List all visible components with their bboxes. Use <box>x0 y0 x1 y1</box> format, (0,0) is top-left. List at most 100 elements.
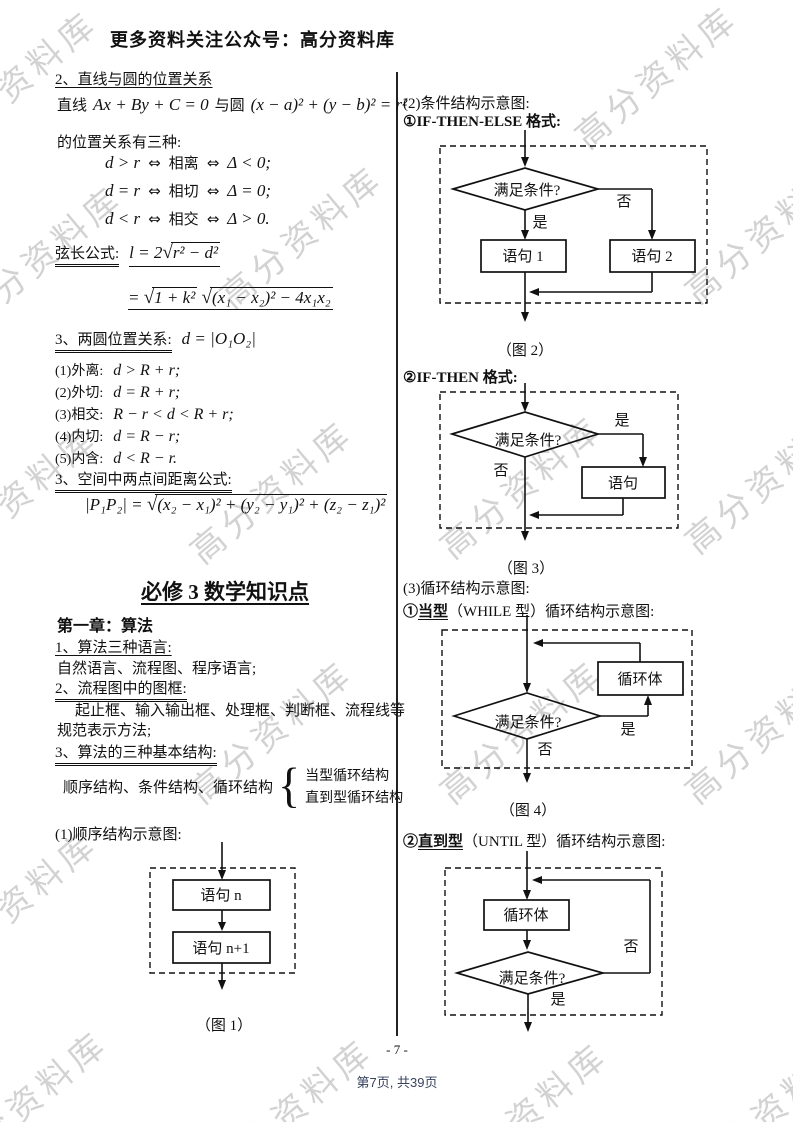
chord-formula-2: = √1 + k² √(x₁ − x₂)² − 4x₁x₂ <box>128 287 333 310</box>
chord-length-formula-2: = √1 + k² √(x₁ − x₂)² − 4x₁x₂ <box>128 287 333 310</box>
fig4-loop-body-box <box>597 661 684 696</box>
fig3-no-label: 否 <box>493 463 508 479</box>
relations-intro: 的位置关系有三种: <box>57 135 182 151</box>
relation-name: 相离 <box>168 156 199 172</box>
fig2-statement1-box <box>480 239 567 273</box>
circle-relation-item: (1)外离: d > R + r; <box>55 360 180 380</box>
iff-symbol: ⇔ <box>206 210 220 228</box>
iff-symbol: ⇔ <box>206 182 220 200</box>
distance-formula: |P₁P₂| = √(x₂ − x₁)² + (y₂ − y₁)² + (z₂ … <box>85 494 388 516</box>
fig3-condition-label: 满足条件? <box>495 432 562 449</box>
section-title-line-circle: 2、直线与圆的位置关系 <box>55 72 213 88</box>
brace-symbol: { <box>278 758 301 813</box>
line-circle-equation: 直线 Ax + By + C = 0 与圆 (x − a)² + (y − b)… <box>57 94 407 115</box>
until-prefix: ② <box>403 834 419 850</box>
page-number: - 7 - <box>386 1042 408 1057</box>
until-option: 直到型循环结构 <box>305 791 404 806</box>
fig2-no-label: 否 <box>616 194 631 210</box>
radical-sign: √ <box>146 494 158 515</box>
fig4-loop-body-label: 循环体 <box>617 671 662 688</box>
fig2-statement2-label: 语句 2 <box>631 248 672 265</box>
formula: d = r <box>105 181 141 200</box>
formula-part: |P₁P₂| = <box>85 495 147 514</box>
flowchart-frames-body1: 起止框、输入输出框、处理框、判断框、流程线等 <box>75 703 406 719</box>
distance-section-title: 3、空间中两点间距离公式: <box>55 468 232 493</box>
while-option: 当型循环结构 <box>305 769 390 784</box>
formula: d < r <box>105 209 141 228</box>
item-formula: R − r < d < R + r; <box>113 406 234 423</box>
fig5-loop-body-label: 循环体 <box>503 907 548 924</box>
chord-label: 弦长公式: <box>55 242 120 267</box>
formula-part: l = 2 <box>129 243 163 262</box>
flowchart-frames-body2: 规范表示方法; <box>57 723 152 739</box>
chapter-heading: 必修 3 数学知识点 <box>141 580 309 604</box>
radical-sign: √ <box>162 242 173 263</box>
chapter1-heading: 第一章：算法 <box>57 618 154 635</box>
fig1-statement-n-label: 语句 n <box>200 887 242 904</box>
text-circle: 与圆 <box>214 98 245 114</box>
circle-relation-item: (4)内切: d = R − r; <box>55 426 180 446</box>
footer-info: 第7页, 共39页 <box>356 1075 438 1090</box>
item-formula: d > R + r; <box>113 362 181 379</box>
fig3-statement-label: 语句 <box>608 475 638 492</box>
formula: Δ < 0; <box>227 153 272 172</box>
fig3-if-then-flowchart: 满足条件? 是 语句 否 <box>439 383 679 541</box>
fig4-caption: （图 4） <box>499 803 557 819</box>
fig4-while-flowchart: 循环体 满足条件? 是 否 <box>441 615 693 783</box>
fig5-condition-diamond <box>454 951 607 995</box>
radical-sign: √ <box>143 287 155 308</box>
relation-tangent: d = r ⇔ 相切 ⇔ Δ = 0; <box>105 180 271 201</box>
fig2-condition-label: 满足条件? <box>494 182 561 199</box>
algorithm-languages-body: 自然语言、流程图、程序语言; <box>57 661 257 677</box>
formula: Δ > 0. <box>227 209 270 228</box>
sequence-structure-title: (1)顺序结构示意图: <box>55 827 182 843</box>
while-bold-word: 当型 <box>418 604 449 620</box>
basic-structures-title: 3、算法的三种基本结构: <box>55 741 217 766</box>
fig2-caption: （图 2） <box>496 343 554 359</box>
until-bold-word: 直到型 <box>418 834 464 850</box>
fig5-yes-label: 是 <box>550 992 565 1008</box>
item-label: (1)外离: <box>55 364 104 379</box>
radicand: (x₂ − x₁)² + (y₂ − y₁)² + (z₂ − z₁)² <box>155 494 388 514</box>
circle-relation-item: (5)内含: d < R − r. <box>55 448 177 468</box>
radical-sign: √ <box>201 287 212 308</box>
fig5-no-label: 否 <box>623 939 638 955</box>
chord-formula-1: l = 2√r² − d² <box>129 242 221 267</box>
fig3-yes-label: 是 <box>614 413 629 429</box>
relation-apart: d > r ⇔ 相离 ⇔ Δ < 0; <box>105 152 271 173</box>
fig3-caption: （图 3） <box>497 561 555 577</box>
algorithm-languages-title: 1、算法三种语言: <box>55 640 172 656</box>
fig2-statement1-label: 语句 1 <box>502 248 543 265</box>
column-divider <box>396 72 398 1036</box>
relation-name: 相交 <box>168 212 199 228</box>
radicand: r² − d² <box>170 242 221 262</box>
item-formula: d = R − r; <box>113 428 181 445</box>
fig5-dashed-frame <box>444 867 663 1016</box>
item-label: (3)相交: <box>55 408 104 423</box>
fig4-dashed-frame <box>441 629 693 769</box>
structures-text: 顺序结构、条件结构、循环结构 <box>63 779 274 796</box>
fig4-no-label: 否 <box>537 742 552 758</box>
formula-part: = <box>128 288 144 307</box>
basic-structures-line: 顺序结构、条件结构、循环结构 { 当型循环结构 直到型循环结构 <box>63 758 403 813</box>
iff-symbol: ⇔ <box>148 182 161 200</box>
item-label: (2)外切: <box>55 386 104 401</box>
watermark: 高分资料库 <box>683 1031 793 1122</box>
distance-formula-body: |P₁P₂| = √(x₂ − x₁)² + (y₂ − y₁)² + (z₂ … <box>85 494 388 515</box>
if-then-title: ②IF-THEN 格式: <box>403 370 518 386</box>
two-circles-title: 3、两圆位置关系: <box>55 328 172 353</box>
formula-circle-eq: (x − a)² + (y − b)² = r² <box>250 95 408 114</box>
iff-symbol: ⇔ <box>206 154 220 172</box>
fig1-sequence-flowchart: 语句 n 语句 n+1 <box>149 842 296 990</box>
circle-relation-item: (3)相交: R − r < d < R + r; <box>55 404 234 424</box>
fig1-caption: （图 1） <box>195 1018 253 1034</box>
page-header: 更多资料关注公众号：高分资料库 <box>110 30 395 50</box>
fig2-if-then-else-flowchart: 满足条件? 否 是 语句 1 语句 2 <box>439 130 708 322</box>
until-rest-text: （UNTIL 型）循环结构示意图: <box>463 834 666 850</box>
structure-options: 当型循环结构 直到型循环结构 <box>305 765 403 807</box>
formula: Δ = 0; <box>227 181 272 200</box>
if-then-else-title: ①IF-THEN-ELSE 格式: <box>403 114 562 130</box>
chord-length-formula: 弦长公式: l = 2√r² − d² <box>55 242 221 267</box>
conditional-structure-title: (2)条件结构示意图: <box>403 96 530 112</box>
